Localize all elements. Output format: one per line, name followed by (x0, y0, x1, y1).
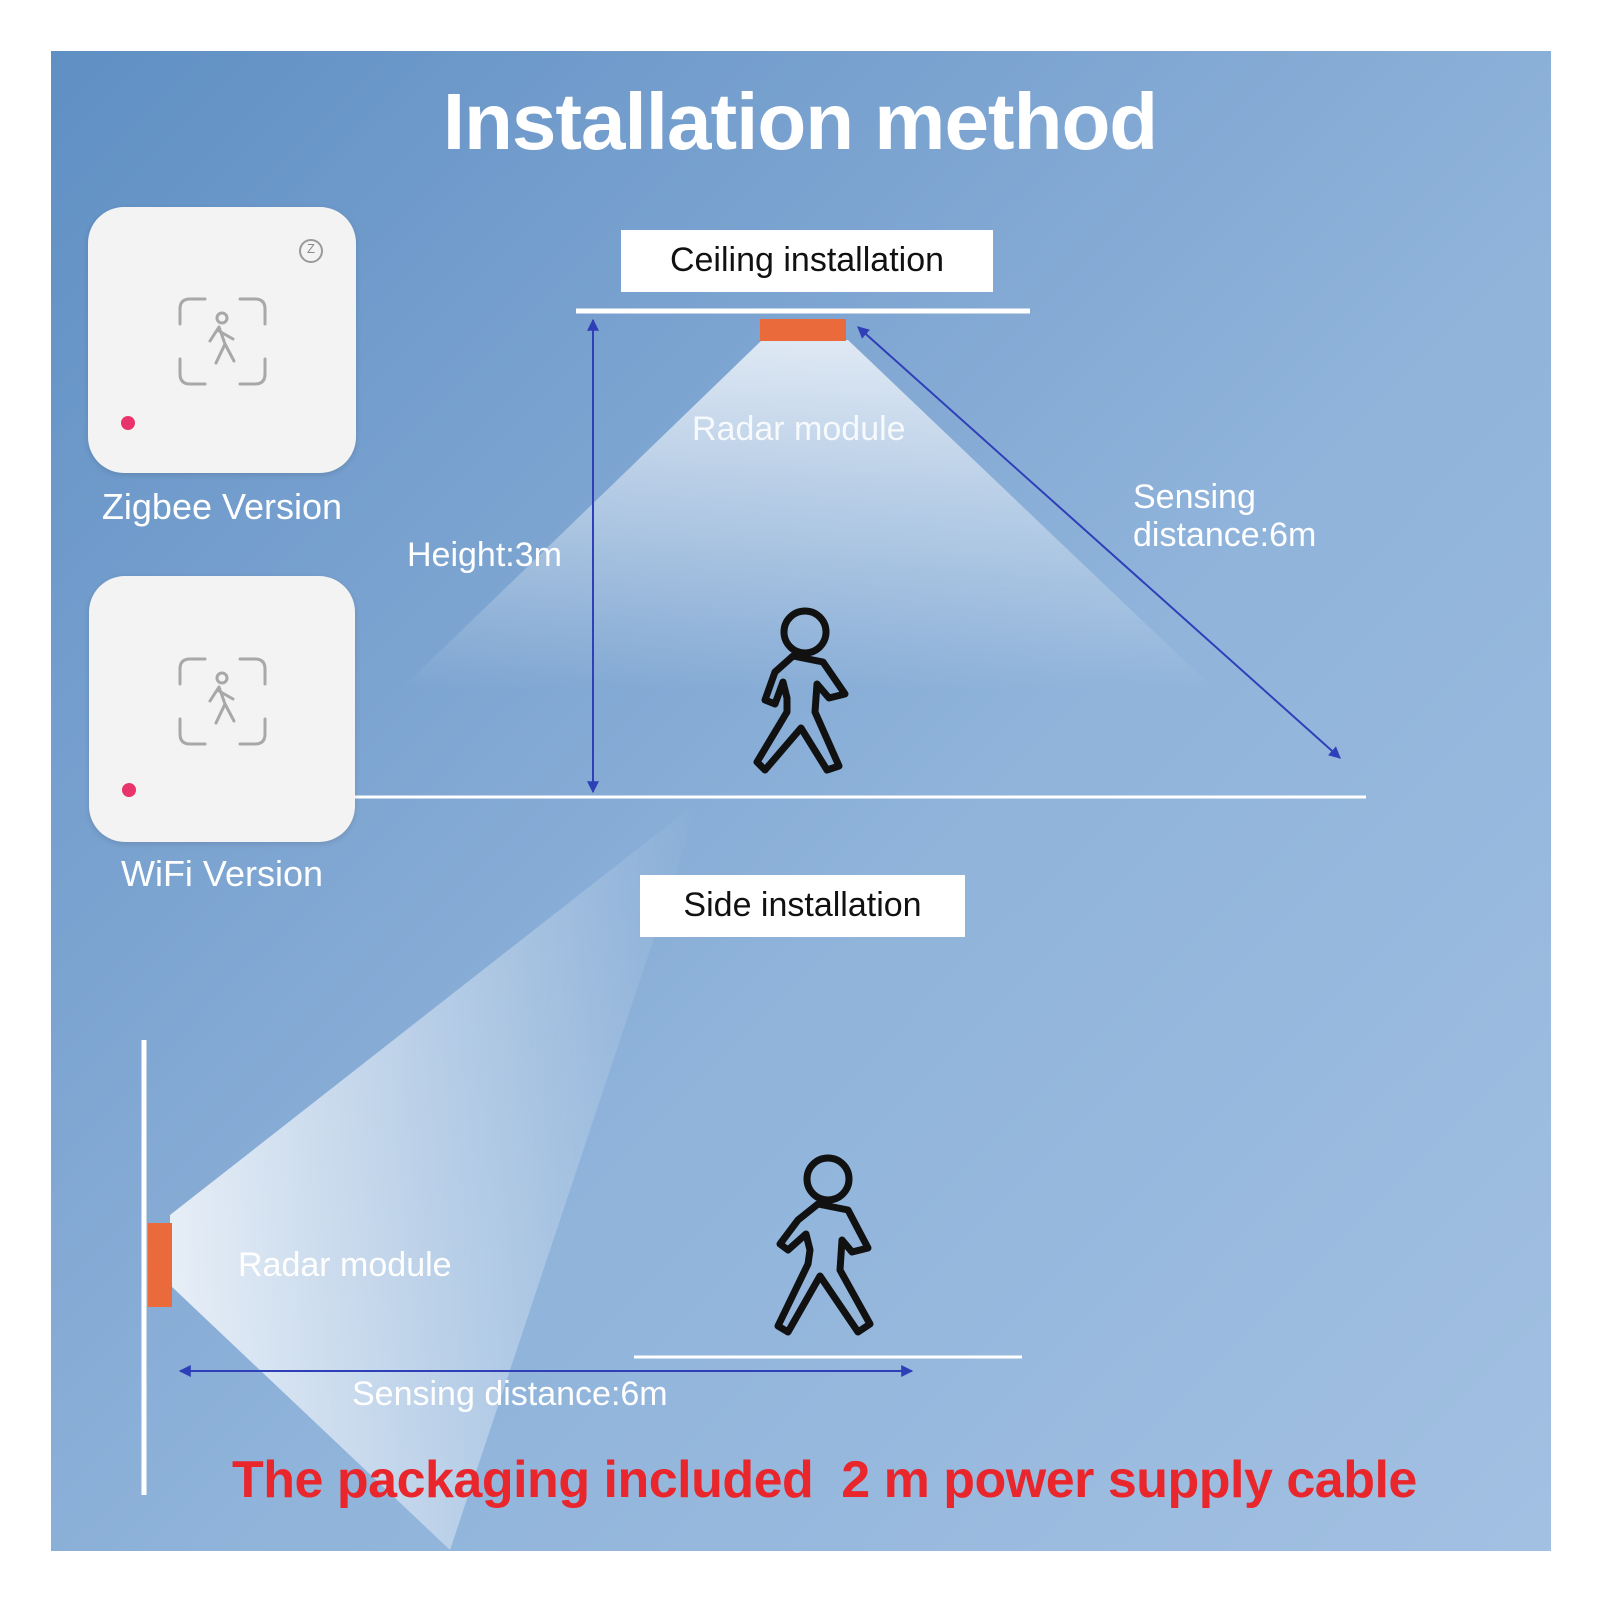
side-radar-module (148, 1223, 172, 1307)
walking-person-icon (753, 607, 849, 774)
wifi-version-label: WiFi Version (120, 853, 324, 894)
sensing-distance-arrow-icon (857, 326, 1341, 759)
side-sensing-distance-label: Sensing distance:6m (352, 1375, 668, 1413)
height-label: Height:3m (407, 536, 562, 574)
ceiling-installation-heading: Ceiling installation (621, 230, 993, 292)
indicator-led (122, 783, 136, 797)
ceiling-radar-beam (400, 340, 1215, 690)
ceiling-radar-module (760, 319, 846, 341)
page-title: Installation method (442, 77, 1158, 166)
zigbee-sensor-device: Z (88, 207, 356, 473)
sensing-distance-label-line1: Sensing (1133, 478, 1256, 516)
wifi-sensor-device (89, 576, 355, 842)
side-radar-label: Radar module (238, 1246, 452, 1284)
side-radar-beam (170, 800, 700, 1550)
motion-sensor-icon (121, 239, 323, 430)
packaging-note: The packaging included 2 m power supply … (232, 1451, 1417, 1509)
walking-person-icon (774, 1154, 874, 1336)
sensing-distance-label-line2: distance:6m (1133, 516, 1317, 554)
ceiling-radar-label: Radar module (692, 410, 906, 448)
sensing-distance-label: Sensing distance:6m (1133, 478, 1316, 554)
side-installation-heading: Side installation (640, 875, 965, 937)
motion-sensor-icon (122, 657, 267, 797)
indicator-led (121, 416, 135, 430)
zigbee-logo: Z (307, 241, 315, 256)
zigbee-version-label: Zigbee Version (101, 486, 343, 527)
